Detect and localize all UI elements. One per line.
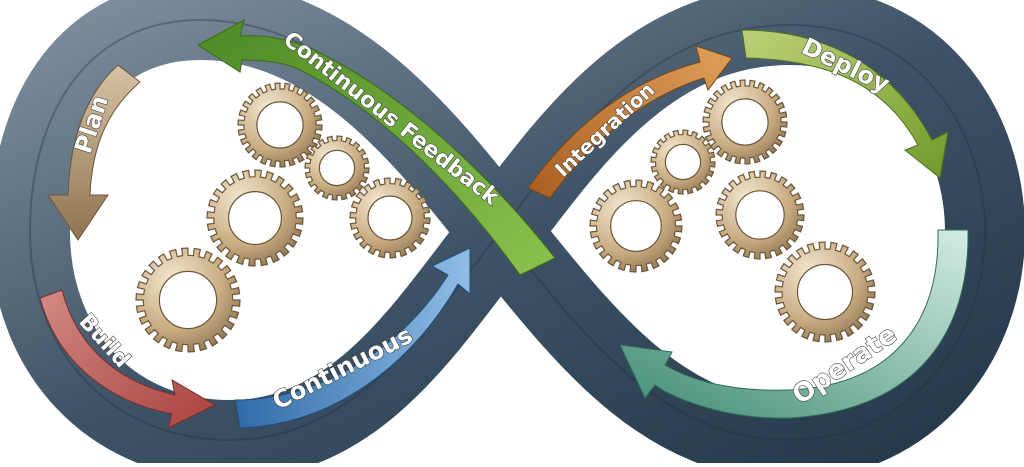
gear-hole [664, 143, 702, 181]
gears-group [135, 79, 876, 353]
gear-hole [318, 149, 356, 187]
gear-hole [367, 195, 413, 241]
gear-hole [796, 263, 854, 321]
gear-hole [721, 98, 769, 146]
gear-hole [158, 270, 218, 330]
gear-hole [610, 200, 662, 252]
gear-hole [735, 190, 785, 240]
gear-hole [256, 101, 304, 149]
gear-hole [228, 191, 283, 246]
